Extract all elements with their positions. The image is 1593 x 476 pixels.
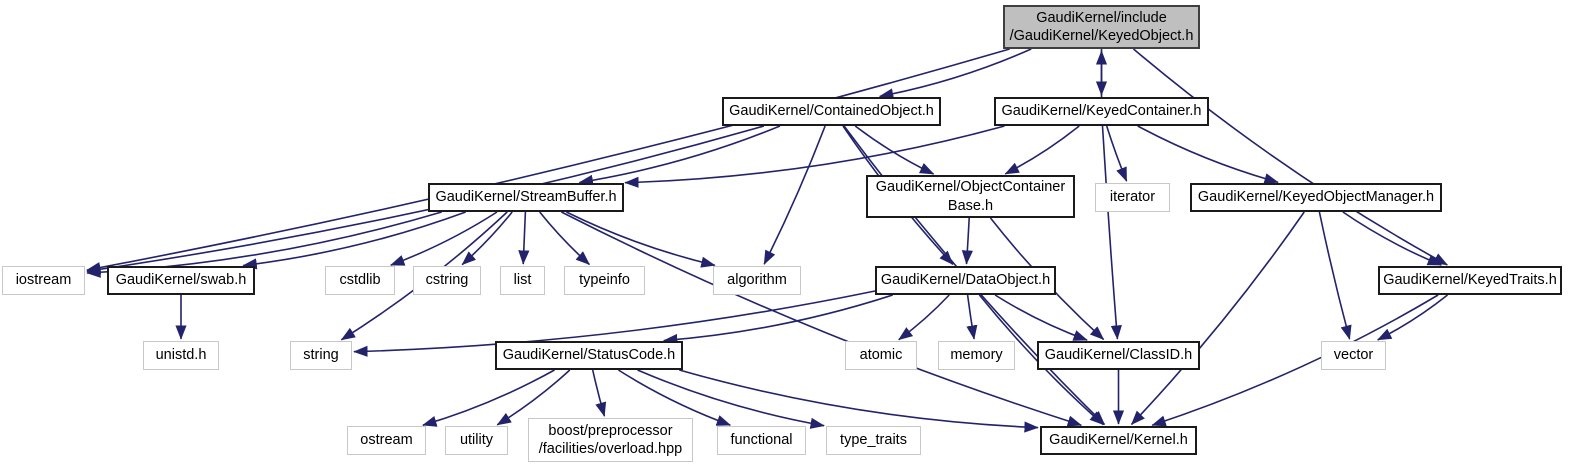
graph-node-cstring[interactable]: cstring — [413, 266, 481, 295]
graph-node-label: GaudiKernel/ClassID.h — [1044, 347, 1193, 364]
graph-edge-streambuffer-to-kernel — [561, 211, 1083, 427]
graph-node-streambuffer[interactable]: GaudiKernel/StreamBuffer.h — [428, 183, 624, 212]
graph-node-label: vector — [1333, 347, 1374, 364]
graph-edge-statuscode-to-functional — [617, 369, 732, 426]
graph-edge-keyedcontainer-to-classid — [1101, 125, 1122, 340]
graph-node-typetraits[interactable]: type_traits — [826, 426, 921, 455]
graph-edge-keyedcontainer-to-objectcontainerbase — [1004, 125, 1080, 175]
graph-node-label: GaudiKernel/ContainedObject.h — [729, 103, 934, 120]
graph-node-label: atomic — [859, 347, 903, 364]
graph-node-ostream[interactable]: ostream — [347, 426, 426, 455]
graph-node-keyedcontainer[interactable]: GaudiKernel/KeyedContainer.h — [994, 97, 1209, 126]
graph-edge-containedobject-to-objectcontainerbase — [854, 125, 935, 175]
graph-node-label: iterator — [1109, 189, 1156, 206]
graph-node-label: cstring — [425, 272, 469, 289]
graph-node-label: GaudiKernel/Kernel.h — [1049, 432, 1188, 449]
graph-node-label: GaudiKernel/KeyedContainer.h — [1001, 103, 1202, 120]
graph-edge-statuscode-to-kernel — [679, 369, 1039, 433]
graph-edge-keyedcontainer-to-keyedobjectmanager — [1137, 125, 1279, 185]
graph-node-label: GaudiKernel/DataObject.h — [880, 272, 1051, 289]
graph-node-typeinfo[interactable]: typeinfo — [564, 266, 645, 295]
graph-node-label: GaudiKernel/StatusCode.h — [502, 347, 676, 364]
graph-edge-dataobject-to-classid — [994, 294, 1088, 341]
graph-node-swab[interactable]: GaudiKernel/swab.h — [107, 266, 255, 295]
graph-node-label: typeinfo — [579, 272, 630, 289]
graph-edge-keyedcontainer-to-iterator — [1105, 125, 1128, 182]
graph-edge-containedobject-to-iostream — [86, 125, 765, 275]
graph-node-label: GaudiKernel/StreamBuffer.h — [435, 189, 617, 206]
graph-node-label: type_traits — [840, 432, 907, 449]
graph-edge-keyedobjectmanager-to-keyedtraits — [1342, 211, 1443, 266]
graph-node-iterator[interactable]: iterator — [1095, 183, 1170, 212]
graph-edge-streambuffer-to-typeinfo — [539, 211, 590, 266]
graph-edge-statuscode-to-ostream — [422, 369, 555, 427]
graph-edge-statuscode-to-utility — [496, 369, 571, 426]
graph-node-label: GaudiKernel/include /GaudiKernel/KeyedOb… — [1009, 9, 1194, 44]
graph-node-label: GaudiKernel/ObjectContainer Base.h — [875, 179, 1066, 214]
graph-edge-keyedobject-to-containedobject — [878, 48, 1032, 100]
graph-node-label: GaudiKernel/KeyedObjectManager.h — [1197, 189, 1435, 206]
graph-node-functional[interactable]: functional — [717, 426, 806, 455]
graph-edge-dataobject-to-string — [353, 290, 876, 357]
graph-edge-keyedobject-to-iostream — [86, 48, 1010, 274]
graph-node-label: memory — [950, 347, 1003, 364]
graph-node-label: algorithm — [727, 272, 787, 289]
graph-node-unistd[interactable]: unistd.h — [143, 341, 219, 370]
graph-node-boostoverload[interactable]: boost/preprocessor /facilities/overload.… — [528, 418, 693, 462]
graph-edge-containedobject-to-algorithm — [763, 125, 826, 265]
graph-edge-keyedcontainer-to-streambuffer — [624, 125, 1005, 188]
edge-paths — [86, 48, 1449, 433]
graph-node-keyedobjectmanager[interactable]: GaudiKernel/KeyedObjectManager.h — [1190, 183, 1442, 212]
graph-edge-dataobject-to-memory — [966, 294, 978, 340]
graph-node-string[interactable]: string — [290, 341, 352, 370]
graph-edge-dataobject-to-statuscode — [663, 294, 893, 346]
graph-node-label: boost/preprocessor /facilities/overload.… — [538, 422, 683, 457]
graph-node-label: functional — [730, 432, 793, 449]
graph-node-label: list — [513, 272, 532, 289]
graph-node-algorithm[interactable]: algorithm — [713, 266, 801, 295]
graph-node-list[interactable]: list — [500, 266, 545, 295]
graph-edge-statuscode-to-typetraits — [637, 369, 825, 429]
graph-node-label: ostream — [360, 432, 413, 449]
graph-node-statuscode[interactable]: GaudiKernel/StatusCode.h — [495, 341, 683, 370]
graph-edge-objectcontainerbase-to-dataobject — [961, 217, 973, 265]
graph-node-classid[interactable]: GaudiKernel/ClassID.h — [1037, 341, 1200, 370]
graph-edge-keyedobject-to-keyedtraits — [1132, 48, 1449, 266]
graph-edge-keyedobjectmanager-to-vector — [1318, 211, 1352, 340]
graph-node-label: utility — [459, 432, 494, 449]
graph-node-keyedtraits[interactable]: GaudiKernel/KeyedTraits.h — [1378, 266, 1562, 295]
graph-node-cstdlib[interactable]: cstdlib — [325, 266, 395, 295]
graph-edge-keyedtraits-to-kernel — [1151, 294, 1439, 427]
graph-node-keyedobject[interactable]: GaudiKernel/include /GaudiKernel/KeyedOb… — [1003, 5, 1200, 49]
graph-node-vector[interactable]: vector — [1321, 341, 1386, 370]
graph-edge-streambuffer-to-list — [518, 211, 530, 265]
graph-node-objectcontainerbase[interactable]: GaudiKernel/ObjectContainer Base.h — [866, 175, 1075, 218]
graph-edge-dataobject-to-atomic — [898, 294, 950, 341]
graph-node-label: cstdlib — [339, 272, 381, 289]
graph-edge-keyedtraits-to-vector — [1376, 294, 1448, 341]
graph-edge-statuscode-to-boostoverload — [591, 369, 607, 417]
graph-edge-streambuffer-to-cstdlib — [390, 211, 498, 266]
graph-node-dataobject[interactable]: GaudiKernel/DataObject.h — [875, 266, 1056, 295]
graph-node-containedobject[interactable]: GaudiKernel/ContainedObject.h — [722, 97, 941, 126]
graph-edge-containedobject-to-streambuffer — [578, 125, 781, 186]
graph-edge-streambuffer-to-swab — [242, 211, 466, 270]
graph-node-atomic[interactable]: atomic — [845, 341, 917, 370]
graph-node-utility[interactable]: utility — [445, 426, 508, 455]
graph-node-kernel[interactable]: GaudiKernel/Kernel.h — [1040, 426, 1197, 455]
graph-node-iostream[interactable]: iostream — [2, 266, 85, 295]
graph-node-label: GaudiKernel/swab.h — [115, 272, 247, 289]
graph-node-memory[interactable]: memory — [938, 341, 1015, 370]
graph-edge-streambuffer-to-algorithm — [566, 211, 716, 268]
graph-edge-keyedobjectmanager-to-kernel — [1130, 211, 1305, 425]
graph-edge-streambuffer-to-cstring — [461, 211, 513, 266]
graph-node-label: string — [303, 347, 339, 364]
graph-node-label: unistd.h — [155, 347, 207, 364]
graph-node-label: GaudiKernel/KeyedTraits.h — [1383, 272, 1557, 289]
graph-node-label: iostream — [15, 272, 72, 289]
